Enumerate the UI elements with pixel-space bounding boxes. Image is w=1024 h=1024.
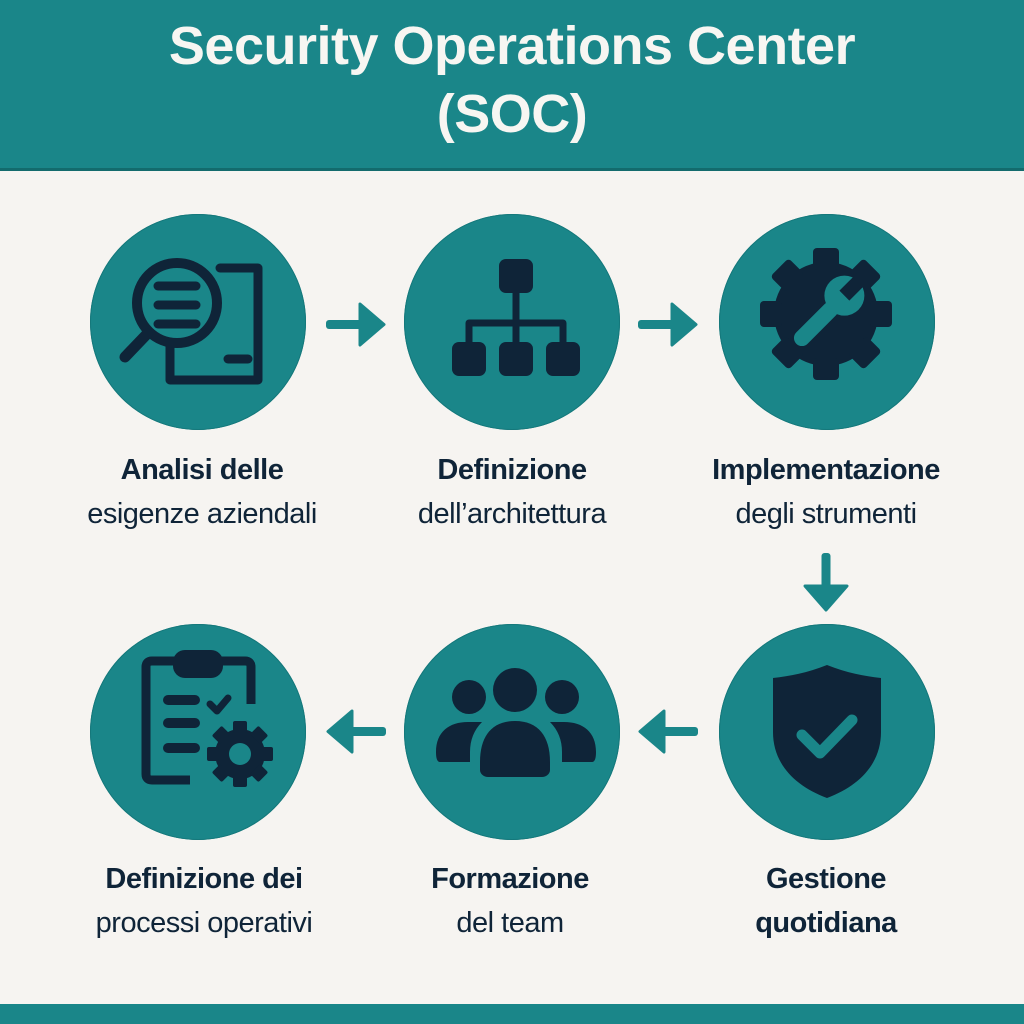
step-2-label: Definizione dell’architettura: [417, 454, 607, 530]
step-3-label: Implementazione degli strumenti: [712, 454, 940, 530]
step-5-label: Formazione del team: [431, 863, 589, 939]
step-2-circle: [404, 214, 620, 430]
step-1-label: Analisi delle esigenze aziendali: [87, 454, 317, 530]
team-icon: [436, 668, 596, 777]
page-title: Security Operations Center: [168, 16, 856, 76]
step-4-label: Gestione quotidiana: [755, 863, 897, 939]
step-5-circle: [404, 624, 620, 840]
gear-wrench-icon: [760, 248, 892, 380]
page-subtitle: (SOC): [436, 84, 588, 144]
document-search-icon: [119, 258, 263, 385]
step-1-circle: [90, 214, 306, 430]
arrow-right-icon: [326, 302, 386, 347]
step-6-circle: [90, 624, 306, 840]
step-3-circle: [719, 214, 935, 430]
hierarchy-icon: [452, 259, 580, 376]
clipboard-gear-icon: [141, 650, 273, 787]
arrow-left-icon: [638, 709, 698, 754]
header-banner: Security Operations Center (SOC): [0, 0, 1024, 171]
step-6-label: Definizione dei processi operativi: [95, 863, 313, 939]
arrow-down-icon: [803, 553, 849, 612]
shield-check-icon: [773, 665, 881, 798]
arrow-right-icon: [638, 302, 698, 347]
footer-bar: [0, 1004, 1024, 1024]
step-4-circle: [719, 624, 935, 840]
arrow-left-icon: [326, 709, 386, 754]
